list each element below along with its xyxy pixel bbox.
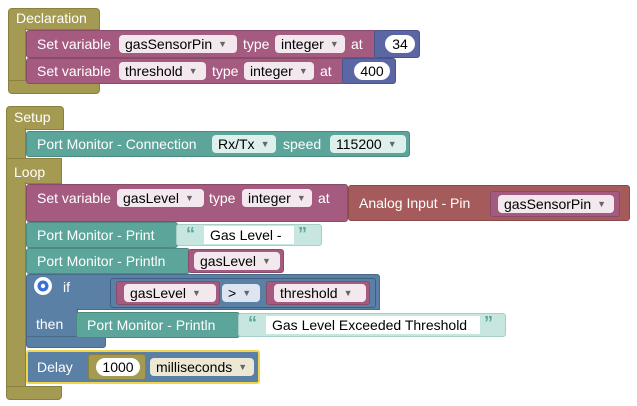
delay-value-input[interactable]: 1000 <box>96 358 140 376</box>
type-value: integer <box>250 63 293 79</box>
type-value: integer <box>248 190 291 206</box>
port-connection-label: Port Monitor - Connection <box>37 136 197 152</box>
port-monitor-println-block[interactable]: Port Monitor - Println <box>76 312 240 338</box>
loop-footer <box>6 386 62 400</box>
println-variable-name: gasLevel <box>200 253 257 269</box>
at-label: at <box>318 190 330 206</box>
delay-label: Delay <box>37 359 73 375</box>
triangle-down-icon: ▼ <box>343 288 353 298</box>
declaration-title: Declaration <box>16 10 87 26</box>
triangle-down-icon: ▼ <box>329 39 339 49</box>
declaration-header[interactable] <box>8 8 100 30</box>
port-println-label: Port Monitor - Println <box>37 253 166 269</box>
operator-value: > <box>228 285 237 301</box>
if-footer <box>26 336 106 348</box>
triangle-down-icon: ▼ <box>296 193 306 203</box>
triangle-down-icon: ▼ <box>185 193 194 203</box>
println-text-input[interactable]: Gas Level Exceeded Threshold <box>266 316 480 334</box>
port-value: Rx/Tx <box>218 136 255 152</box>
port-monitor-println-block[interactable]: Port Monitor - Println <box>26 248 190 274</box>
declaration-left-bar <box>8 28 26 80</box>
triangle-down-icon: ▼ <box>387 139 397 149</box>
variable-name: gasSensorPin <box>125 36 213 52</box>
compare-right-dropdown[interactable]: threshold ▼ <box>274 284 366 302</box>
triangle-down-icon: ▼ <box>242 288 252 298</box>
variable-name-dropdown[interactable]: gasSensorPin ▼ <box>119 35 237 53</box>
setup-left-bar <box>6 128 26 158</box>
type-dropdown[interactable]: integer ▼ <box>242 189 312 207</box>
type-label: type <box>243 36 270 52</box>
println-variable-dropdown[interactable]: gasLevel ▼ <box>194 252 280 270</box>
delay-unit-value: milliseconds <box>156 359 233 375</box>
loop-header[interactable] <box>6 158 62 184</box>
analog-input-label: Analog Input - Pin <box>359 195 471 211</box>
operator-dropdown[interactable]: >▼ <box>222 284 260 302</box>
quote-open-icon: “ <box>186 224 195 244</box>
port-monitor-print-block[interactable]: Port Monitor - Print <box>26 222 178 248</box>
pin-variable-name: gasSensorPin <box>504 196 592 212</box>
if-label: if <box>63 279 70 295</box>
compare-left-name: gasLevel <box>130 285 187 301</box>
setup-header[interactable] <box>6 106 64 130</box>
set-variable-label: Set variable <box>37 63 111 79</box>
triangle-down-icon: ▼ <box>298 66 308 76</box>
port-println-label: Port Monitor - Println <box>87 317 216 333</box>
number-input[interactable]: 400 <box>354 62 390 80</box>
quote-open-icon: “ <box>248 313 257 333</box>
triangle-down-icon: ▼ <box>188 66 198 76</box>
number-input[interactable]: 34 <box>385 35 415 53</box>
gear-icon[interactable] <box>34 277 52 295</box>
at-label: at <box>351 36 363 52</box>
port-print-label: Port Monitor - Print <box>37 227 155 243</box>
quote-close-icon: ” <box>298 224 307 244</box>
type-value: integer <box>281 36 324 52</box>
type-dropdown[interactable]: integer ▼ <box>275 35 345 53</box>
type-dropdown[interactable]: integer ▼ <box>244 62 314 80</box>
port-dropdown[interactable]: Rx/Tx ▼ <box>212 135 276 153</box>
triangle-down-icon: ▼ <box>260 139 270 149</box>
variable-name: gasLevel <box>123 190 180 206</box>
at-label: at <box>320 63 332 79</box>
variable-name-dropdown[interactable]: gasLevel ▼ <box>117 189 204 207</box>
triangle-down-icon: ▼ <box>192 288 201 298</box>
type-label: type <box>212 63 239 79</box>
set-variable-label: Set variable <box>37 36 111 52</box>
triangle-down-icon: ▼ <box>597 199 607 209</box>
compare-right-name: threshold <box>280 285 338 301</box>
triangle-down-icon: ▼ <box>262 256 271 266</box>
then-label: then <box>36 316 64 332</box>
triangle-down-icon: ▼ <box>238 362 248 372</box>
variable-name-dropdown[interactable]: threshold ▼ <box>119 62 206 80</box>
set-variable-label: Set variable <box>37 190 111 206</box>
quote-close-icon: ” <box>484 313 493 333</box>
type-label: type <box>209 190 236 206</box>
pin-variable-dropdown[interactable]: gasSensorPin ▼ <box>498 195 614 213</box>
loop-left-bar <box>6 182 26 388</box>
setup-title: Setup <box>14 109 51 125</box>
loop-title: Loop <box>14 164 46 180</box>
speed-dropdown[interactable]: 115200 ▼ <box>330 135 406 153</box>
variable-name: threshold <box>125 63 183 79</box>
speed-value: 115200 <box>336 136 382 152</box>
compare-left-dropdown[interactable]: gasLevel ▼ <box>124 284 216 302</box>
delay-unit-dropdown[interactable]: milliseconds ▼ <box>150 358 254 376</box>
print-text-input[interactable]: Gas Level - <box>204 226 294 244</box>
triangle-down-icon: ▼ <box>218 39 228 49</box>
speed-label: speed <box>283 136 322 152</box>
